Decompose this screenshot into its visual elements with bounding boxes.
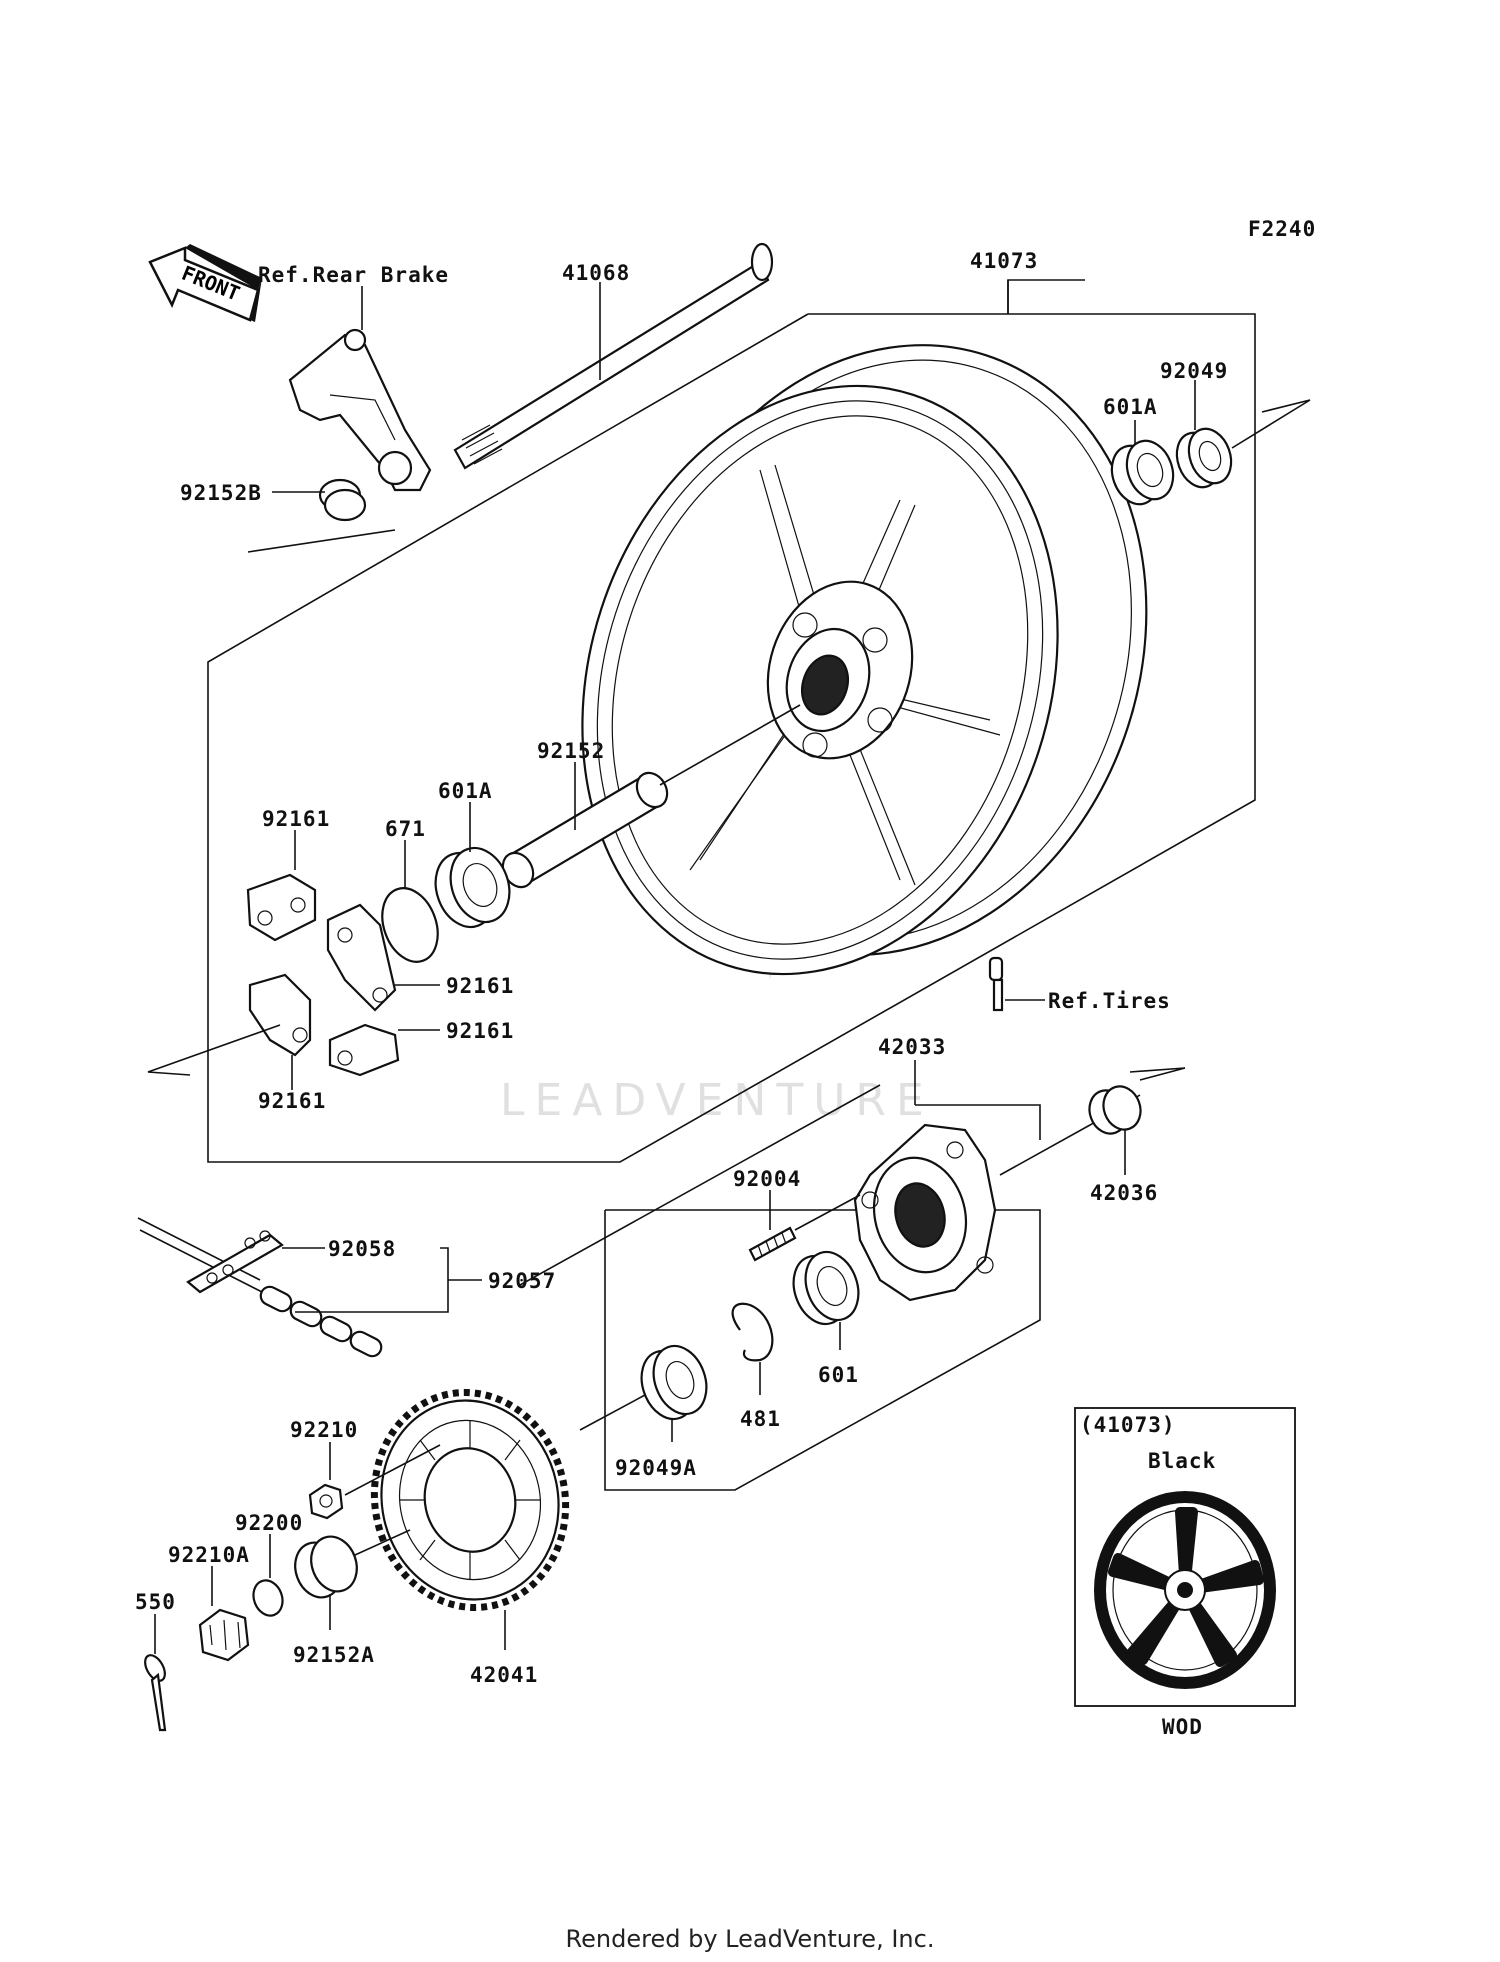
watermark-text: LEADVENTURE bbox=[500, 1075, 934, 1126]
label-550: 550 bbox=[135, 1590, 176, 1614]
seal-92049 bbox=[1175, 427, 1233, 489]
axis-line-92049A bbox=[579, 1394, 646, 1431]
footer-credit: Rendered by LeadVenture, Inc. bbox=[565, 1925, 935, 1953]
label-92161-d: 92161 bbox=[258, 1089, 326, 1113]
label-92152A: 92152A bbox=[293, 1643, 375, 1667]
label-481: 481 bbox=[740, 1407, 781, 1431]
collar-92152B bbox=[318, 478, 367, 522]
o-ring-671 bbox=[381, 887, 439, 963]
label-92058: 92058 bbox=[328, 1237, 396, 1261]
collar-92152A bbox=[294, 1535, 358, 1599]
cotter-pin-550 bbox=[144, 1654, 167, 1732]
inset-part-number: (41073) bbox=[1080, 1413, 1176, 1437]
label-92004: 92004 bbox=[733, 1167, 801, 1191]
axis-line-42036 bbox=[1129, 1067, 1186, 1081]
bearing-601 bbox=[792, 1250, 860, 1326]
stud-92004 bbox=[748, 1226, 797, 1262]
chain-92057 bbox=[137, 1217, 383, 1358]
bearing-601A-top bbox=[1110, 439, 1175, 506]
washer-92200 bbox=[252, 1579, 284, 1617]
nut-92210 bbox=[308, 1483, 344, 1520]
label-92210A: 92210A bbox=[168, 1543, 250, 1567]
label-92161-b: 92161 bbox=[446, 974, 514, 998]
axle-41068 bbox=[453, 242, 774, 470]
label-92057: 92057 bbox=[488, 1269, 556, 1293]
rear-brake-bracket bbox=[288, 328, 432, 492]
circlip-481 bbox=[731, 1302, 774, 1362]
damper-92161-left bbox=[248, 973, 312, 1057]
valve-stem bbox=[988, 956, 1004, 1012]
master-link-92058 bbox=[186, 1230, 284, 1294]
label-42041: 42041 bbox=[470, 1663, 538, 1687]
leader-41073-frame bbox=[1007, 279, 1085, 314]
label-92152B: 92152B bbox=[180, 481, 262, 505]
axis-line-92152 bbox=[659, 704, 801, 786]
label-601A: 601A bbox=[438, 779, 493, 803]
axis-line-92004 bbox=[794, 1194, 861, 1231]
damper-92161-bottom bbox=[328, 1023, 400, 1077]
label-92161-a: 92161 bbox=[262, 807, 330, 831]
label-92210: 92210 bbox=[290, 1418, 358, 1442]
label-92161-c: 92161 bbox=[446, 1019, 514, 1043]
label-92152: 92152 bbox=[537, 739, 605, 763]
label-92049: 92049 bbox=[1160, 359, 1228, 383]
sprocket-42041 bbox=[370, 1389, 570, 1611]
inset-code: WOD bbox=[1162, 1715, 1203, 1739]
damper-92161-mid bbox=[326, 903, 397, 1012]
ref-tires-label: Ref.Tires bbox=[1048, 989, 1171, 1013]
label-92200: 92200 bbox=[235, 1511, 303, 1535]
label-601: 601 bbox=[818, 1363, 859, 1387]
rear-wheel-41073 bbox=[581, 344, 1148, 976]
label-671: 671 bbox=[385, 817, 426, 841]
label-42036: 42036 bbox=[1090, 1181, 1158, 1205]
axis-line-92152B bbox=[247, 529, 396, 553]
sleeve-92152 bbox=[501, 771, 669, 889]
inset-color: Black bbox=[1148, 1449, 1216, 1473]
axis-line-sprocket bbox=[519, 1084, 881, 1286]
damper-92161-top bbox=[246, 873, 317, 942]
axis-line-92049 bbox=[1231, 399, 1311, 449]
label-601A-top: 601A bbox=[1103, 395, 1158, 419]
coupling-42033 bbox=[853, 1123, 997, 1302]
label-92049A: 92049A bbox=[615, 1456, 697, 1480]
bearing-601A bbox=[434, 846, 511, 929]
axis-line-92152A bbox=[354, 1529, 411, 1556]
castle-nut-92210A bbox=[198, 1608, 250, 1662]
chain-strand bbox=[137, 1217, 261, 1281]
front-arrow-icon: FRONT bbox=[148, 244, 262, 322]
axis-line-dampers bbox=[147, 1024, 281, 1076]
seal-92049A bbox=[640, 1344, 708, 1421]
ref-rear-brake-label: Ref.Rear Brake bbox=[258, 263, 449, 287]
label-41068: 41068 bbox=[562, 261, 630, 285]
chain-strand-2 bbox=[139, 1229, 263, 1293]
collar-42036 bbox=[1088, 1085, 1142, 1135]
axis-line-92210 bbox=[344, 1444, 441, 1496]
label-42033: 42033 bbox=[878, 1035, 946, 1059]
leader-42033-bracket bbox=[915, 1104, 1041, 1140]
upper-assembly-frame bbox=[207, 313, 1256, 1163]
label-41073: 41073 bbox=[970, 249, 1038, 273]
color-variant-inset: (41073) Black WOD bbox=[1074, 1407, 1296, 1739]
diagram-code: F2240 bbox=[1248, 217, 1316, 241]
